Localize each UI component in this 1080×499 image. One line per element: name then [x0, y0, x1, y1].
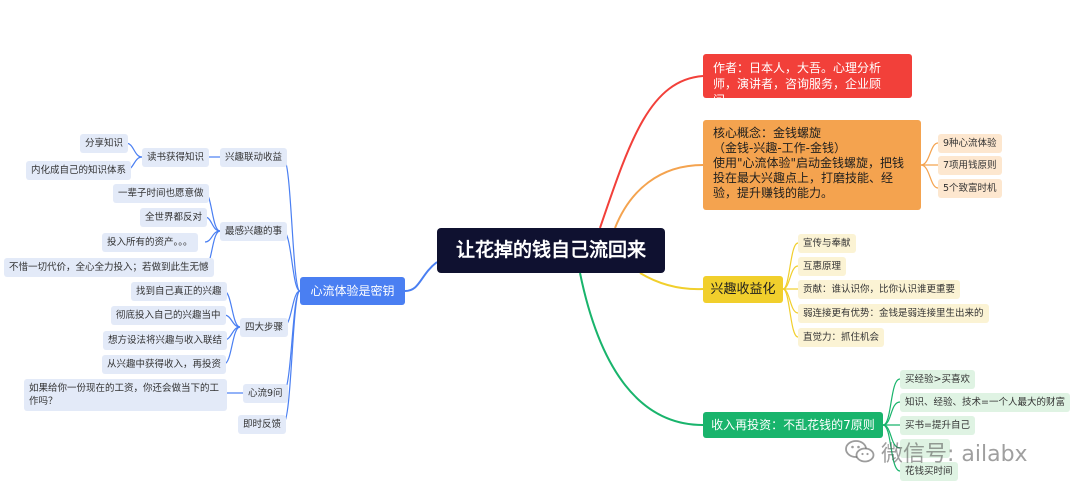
reinvest-node[interactable]: 收入再投资：不乱花钱的7原则 — [703, 412, 883, 438]
watermark: 微信号: ailabx — [845, 436, 1028, 468]
left-leaf[interactable]: 想方设法将兴趣与收入联结 — [103, 331, 228, 350]
left-leaf[interactable]: 如果给你一份现在的工资，你还会做当下的工作吗？ — [24, 379, 227, 411]
left-leaf[interactable]: 找到自己真正的兴趣 — [131, 282, 227, 301]
core-child[interactable]: 5个致富时机 — [938, 179, 1002, 198]
left-group-interest-income[interactable]: 兴趣联动收益 — [220, 148, 288, 167]
left-leaf[interactable]: 分享知识 — [80, 134, 129, 153]
reinvest-child[interactable]: 花钱买时间 — [900, 462, 958, 481]
core-line-3: 使用"心流体验"启动金钱螺旋，把钱投在最大兴趣点上，打磨技能、经验，提升赚钱的能… — [713, 156, 905, 200]
left-leaf[interactable]: 不惜一切代价，全心全力投入；若做到此生无憾 — [4, 258, 214, 277]
left-leaf[interactable]: 一辈子时间也愿意做 — [113, 184, 209, 203]
left-group-most-interested[interactable]: 最感兴趣的事 — [220, 222, 288, 241]
core-line-2: （金钱-兴趣-工作-金钱） — [713, 141, 846, 155]
flow-experience-node[interactable]: 心流体验是密钥 — [300, 277, 405, 305]
left-group-nine-questions[interactable]: 心流9问 — [243, 384, 288, 403]
left-leaf[interactable]: 投入所有的资产。。。 — [102, 233, 198, 252]
watermark-text: 微信号: ailabx — [881, 442, 1028, 467]
interest-node[interactable]: 兴趣收益化 — [703, 276, 783, 303]
left-leaf[interactable]: 从兴趣中获得收入，再投资 — [102, 355, 227, 374]
reinvest-child[interactable]: 买经验>买喜欢 — [900, 370, 975, 389]
central-topic[interactable]: 让花掉的钱自己流回来 — [437, 228, 665, 273]
interest-child[interactable]: 贡献：谁认识你，比你认识谁更重要 — [798, 280, 961, 299]
interest-child[interactable]: 直觉力：抓住机会 — [798, 328, 885, 347]
core-child[interactable]: 7项用钱原则 — [938, 156, 1002, 175]
left-leaf[interactable]: 彻底投入自己的兴趣当中 — [111, 306, 226, 325]
reinvest-child[interactable]: 买书=提升自己 — [900, 416, 975, 435]
author-node[interactable]: 作者：日本人，大吾。心理分析师，演讲者，咨询服务，企业顾问。 — [703, 54, 912, 107]
reinvest-child[interactable]: 知识、经验、技术=一个人最大的财富 — [900, 393, 1070, 412]
core-line-1: 核心概念：金钱螺旋 — [713, 126, 822, 140]
interest-child[interactable]: 弱连接更有优势：金钱是弱连接里生出来的 — [798, 304, 989, 323]
core-concept-node[interactable]: 核心概念：金钱螺旋 （金钱-兴趣-工作-金钱） 使用"心流体验"启动金钱螺旋，把… — [703, 120, 921, 210]
left-group-four-steps[interactable]: 四大步骤 — [240, 318, 289, 337]
left-leaf[interactable]: 内化成自己的知识体系 — [26, 161, 132, 180]
interest-child[interactable]: 宣传与奉献 — [798, 234, 856, 253]
core-child[interactable]: 9种心流体验 — [938, 134, 1002, 153]
left-sub-reading[interactable]: 读书获得知识 — [142, 148, 210, 167]
interest-child[interactable]: 互惠原理 — [798, 257, 847, 276]
left-leaf[interactable]: 全世界都反对 — [140, 208, 208, 227]
left-group-instant-feedback[interactable]: 即时反馈 — [238, 415, 287, 434]
reinvest-child[interactable] — [900, 439, 950, 458]
wechat-icon — [845, 440, 875, 463]
